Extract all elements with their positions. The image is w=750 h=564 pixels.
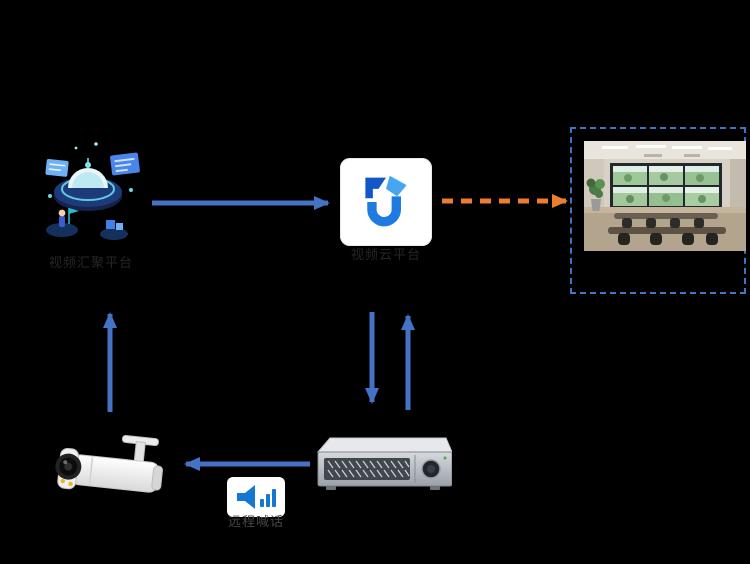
node-video-cloud <box>340 158 432 246</box>
nvr-server-photo <box>316 437 453 490</box>
video-cloud-label: 视频云平台 <box>350 248 421 263</box>
node-platform: 视频汇聚平台 <box>36 130 146 271</box>
node-monitor-center <box>584 141 746 251</box>
control-room-photo <box>584 141 746 251</box>
speaker-label: 远程喊话 <box>227 515 284 530</box>
video-cloud-logo-icon <box>365 175 407 227</box>
platform-label: 视频汇聚平台 <box>48 256 133 271</box>
node-speaker <box>227 477 285 517</box>
bullet-camera-photo <box>55 434 163 493</box>
cloud-platform-illustration-icon <box>45 142 140 240</box>
node-nvr <box>312 430 453 494</box>
node-camera <box>45 424 175 519</box>
speaker-volume-icon <box>237 485 276 509</box>
